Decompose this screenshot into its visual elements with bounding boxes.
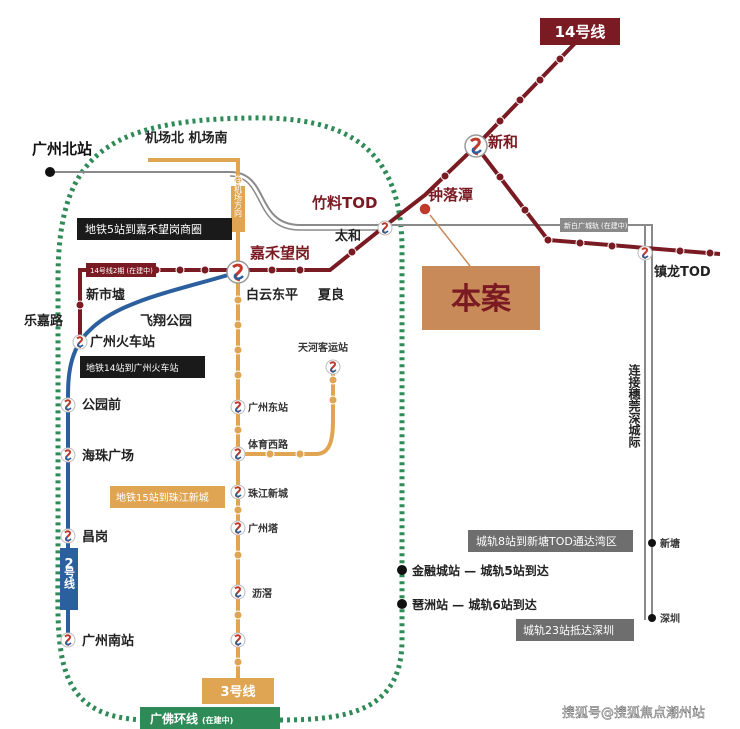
line14-phase2-label: 14号线2期(在建中) bbox=[90, 266, 153, 275]
label-tiyu: 体育西路 bbox=[248, 438, 289, 451]
line3-dots bbox=[233, 175, 338, 667]
station-taihe-icon bbox=[377, 220, 393, 236]
label-zhujiang: 珠江新城 bbox=[248, 487, 288, 500]
label-baiyun-dongping: 白云东平 bbox=[246, 287, 298, 303]
station-gz-east-icon bbox=[230, 399, 246, 415]
label-gz-east: 广州东站 bbox=[248, 401, 288, 414]
label-taihe: 太和 bbox=[334, 228, 361, 244]
xinbai-rail-label: 新白广城轨(在建中) bbox=[564, 221, 628, 230]
station-haizhu-icon bbox=[60, 447, 76, 463]
label-gz-north: 广州北站 bbox=[32, 140, 92, 158]
label-lijiao: 沥滘 bbox=[252, 587, 272, 600]
label-lejia: 乐嘉路 bbox=[24, 313, 64, 329]
label-haizhu: 海珠广场 bbox=[82, 448, 134, 464]
line3-badge bbox=[202, 678, 274, 704]
intercity-label: 连接穗莞深城际 bbox=[627, 363, 641, 449]
guangzhou-north-rail bbox=[50, 171, 653, 620]
callout-metro15-box bbox=[110, 486, 225, 508]
intercity-label-bg bbox=[624, 392, 644, 504]
station-zhujiang-icon bbox=[230, 484, 246, 500]
callout-rail23-box bbox=[516, 619, 634, 641]
line2-badge bbox=[60, 548, 78, 610]
label-changgang: 昌岗 bbox=[82, 529, 108, 545]
line3-badge-label: 3号线 bbox=[220, 684, 255, 700]
label-feixiang: 飞翔公园 bbox=[140, 313, 192, 329]
label-gongyuanqian: 公园前 bbox=[82, 397, 121, 413]
station-gz-south-icon bbox=[60, 632, 76, 648]
station-line3-icon bbox=[230, 632, 246, 648]
line14-badge bbox=[540, 18, 620, 45]
callout-metro14: 地铁14站到广州火车站 bbox=[86, 362, 178, 374]
label-gz-south: 广州南站 bbox=[82, 633, 134, 649]
station-lijiao-icon bbox=[230, 584, 246, 600]
station-tianhe-bus-icon bbox=[325, 359, 341, 375]
label-tianhe-bus: 天河客运站 bbox=[298, 341, 348, 354]
station-changgang-icon bbox=[60, 528, 76, 544]
label-shenzhen: 深圳 bbox=[660, 612, 680, 625]
station-gz-railway-icon bbox=[72, 334, 88, 350]
station-zhenlong-icon bbox=[637, 245, 653, 261]
line14-east-branch bbox=[474, 144, 721, 256]
xinbai-rail-badge bbox=[560, 218, 628, 232]
callout-rail8: 城轨8站到新塘TOD通达湾区 bbox=[476, 534, 617, 548]
label-zhuliao: 竹料TOD bbox=[311, 194, 377, 212]
callout-metro15: 地铁15站到珠江新城 bbox=[116, 491, 209, 504]
callout-rail8-box bbox=[468, 530, 633, 552]
label-xintang: 新塘 bbox=[660, 537, 680, 550]
project-label: 本案 bbox=[451, 282, 512, 317]
callout-rail23: 城轨23站抵达深圳 bbox=[523, 623, 614, 637]
line2-track bbox=[66, 270, 239, 640]
label-xialiang: 夏良 bbox=[317, 287, 344, 303]
label-gz-railway: 广州火车站 bbox=[90, 334, 155, 350]
airport-direction-label: 往机场方向 bbox=[234, 176, 243, 217]
station-canton-tower-icon bbox=[230, 520, 246, 536]
station-jiahe-icon bbox=[225, 259, 251, 285]
label-xinhe: 新和 bbox=[488, 133, 518, 151]
label-jinrongcheng: 金融城站 — 城轨5站到达 bbox=[411, 563, 549, 578]
airport-direction-badge bbox=[231, 186, 245, 232]
station-pazhou-dot bbox=[397, 599, 407, 609]
label-jiahe: 嘉禾望岗 bbox=[249, 244, 310, 262]
project-badge bbox=[422, 266, 540, 330]
watermark: 搜狐号@搜狐焦点潮州站 bbox=[562, 706, 705, 721]
callout-metro5: 地铁5站到嘉禾望岗商圈 bbox=[85, 222, 202, 236]
callout-metro14-box bbox=[80, 356, 205, 378]
project-location-dot bbox=[418, 202, 432, 216]
loop-badge bbox=[140, 707, 280, 729]
label-pazhou: 琶洲站 — 城轨6站到达 bbox=[412, 597, 537, 612]
label-canton-tower: 广州塔 bbox=[248, 522, 279, 535]
station-jinrongcheng-dot bbox=[397, 565, 407, 575]
line14-badge-label: 14号线 bbox=[555, 23, 606, 41]
line2-digit: 2 bbox=[64, 557, 73, 572]
station-gongyuanqian-icon bbox=[60, 397, 76, 413]
label-zhenlong: 镇龙TOD bbox=[654, 264, 711, 280]
line3-east-branch bbox=[238, 368, 335, 456]
label-zhongluotan: 钟落潭 bbox=[428, 186, 473, 204]
station-xintang-dot bbox=[648, 539, 656, 547]
loop-label: 广佛环线(在建中) bbox=[150, 711, 233, 726]
station-shenzhen-dot bbox=[648, 614, 656, 622]
label-airport: 机场北 机场南 bbox=[145, 130, 228, 146]
project-leader-line bbox=[429, 214, 471, 267]
line2-text: 号线 bbox=[63, 567, 76, 590]
station-xinhe-icon bbox=[463, 133, 489, 159]
station-tiyu-icon bbox=[230, 446, 246, 462]
callout-metro5-box bbox=[77, 218, 232, 240]
station-gz-north-dot bbox=[45, 167, 55, 177]
label-xinshixu: 新市墟 bbox=[86, 287, 125, 303]
line14-phase2-badge bbox=[86, 263, 156, 277]
